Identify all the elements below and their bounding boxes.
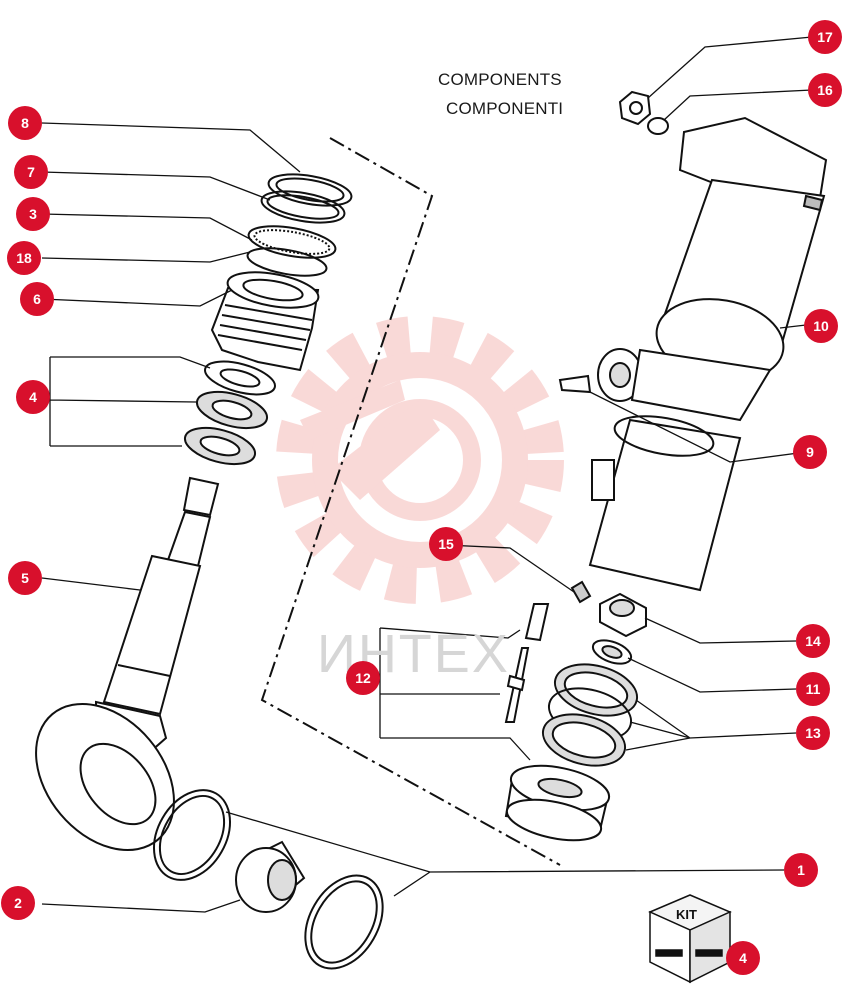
pin-12 bbox=[504, 603, 550, 723]
callout-3[interactable]: 3 bbox=[16, 197, 50, 231]
circlip-1b bbox=[304, 874, 384, 970]
callout-10[interactable]: 10 bbox=[804, 309, 838, 343]
title-line-1: COMPONENTS bbox=[438, 70, 562, 89]
piston-rod-5 bbox=[35, 476, 220, 852]
seal-ring-3 bbox=[247, 225, 337, 259]
washer-16 bbox=[647, 117, 669, 135]
callout-4-seals[interactable]: 4 bbox=[16, 380, 50, 414]
callout-2[interactable]: 2 bbox=[1, 886, 35, 920]
seal-ring-7 bbox=[260, 190, 346, 224]
seal-ring-8 bbox=[267, 173, 353, 207]
washer-11 bbox=[591, 639, 633, 665]
callout-8[interactable]: 8 bbox=[8, 106, 42, 140]
callout-6[interactable]: 6 bbox=[20, 282, 54, 316]
leader-lines bbox=[41, 36, 813, 959]
nut-14 bbox=[599, 592, 647, 638]
seal-4-set bbox=[183, 360, 276, 466]
callout-12[interactable]: 12 bbox=[346, 661, 380, 695]
callout-15[interactable]: 15 bbox=[429, 527, 463, 561]
circlip-1a bbox=[153, 789, 231, 881]
callout-4-kit[interactable]: 4 bbox=[726, 941, 760, 975]
callout-9[interactable]: 9 bbox=[793, 435, 827, 469]
seal-ring-18 bbox=[246, 247, 328, 277]
callout-13[interactable]: 13 bbox=[796, 716, 830, 750]
callout-1[interactable]: 1 bbox=[784, 853, 818, 887]
spherical-bearing-2 bbox=[235, 840, 306, 913]
piston bbox=[504, 764, 611, 842]
callout-18[interactable]: 18 bbox=[7, 241, 41, 275]
callout-7[interactable]: 7 bbox=[14, 155, 48, 189]
assembly-dashdot-outline bbox=[260, 137, 561, 866]
gland-6 bbox=[210, 271, 320, 372]
watermark-gear-logo bbox=[276, 316, 564, 604]
callout-11[interactable]: 11 bbox=[796, 672, 830, 706]
callout-17[interactable]: 17 bbox=[808, 20, 842, 54]
nut-17 bbox=[618, 90, 652, 126]
kit-box-icon bbox=[648, 894, 732, 984]
grease-nipple-9 bbox=[558, 374, 592, 394]
grub-screw-15 bbox=[570, 580, 592, 604]
kit-label: KIT bbox=[676, 907, 697, 922]
title-line-2: COMPONENTI bbox=[446, 99, 564, 118]
cylinder-body-10 bbox=[588, 116, 828, 592]
callout-5[interactable]: 5 bbox=[8, 561, 42, 595]
callout-16[interactable]: 16 bbox=[808, 73, 842, 107]
seal-13-set bbox=[541, 663, 639, 767]
callout-14[interactable]: 14 bbox=[796, 624, 830, 658]
